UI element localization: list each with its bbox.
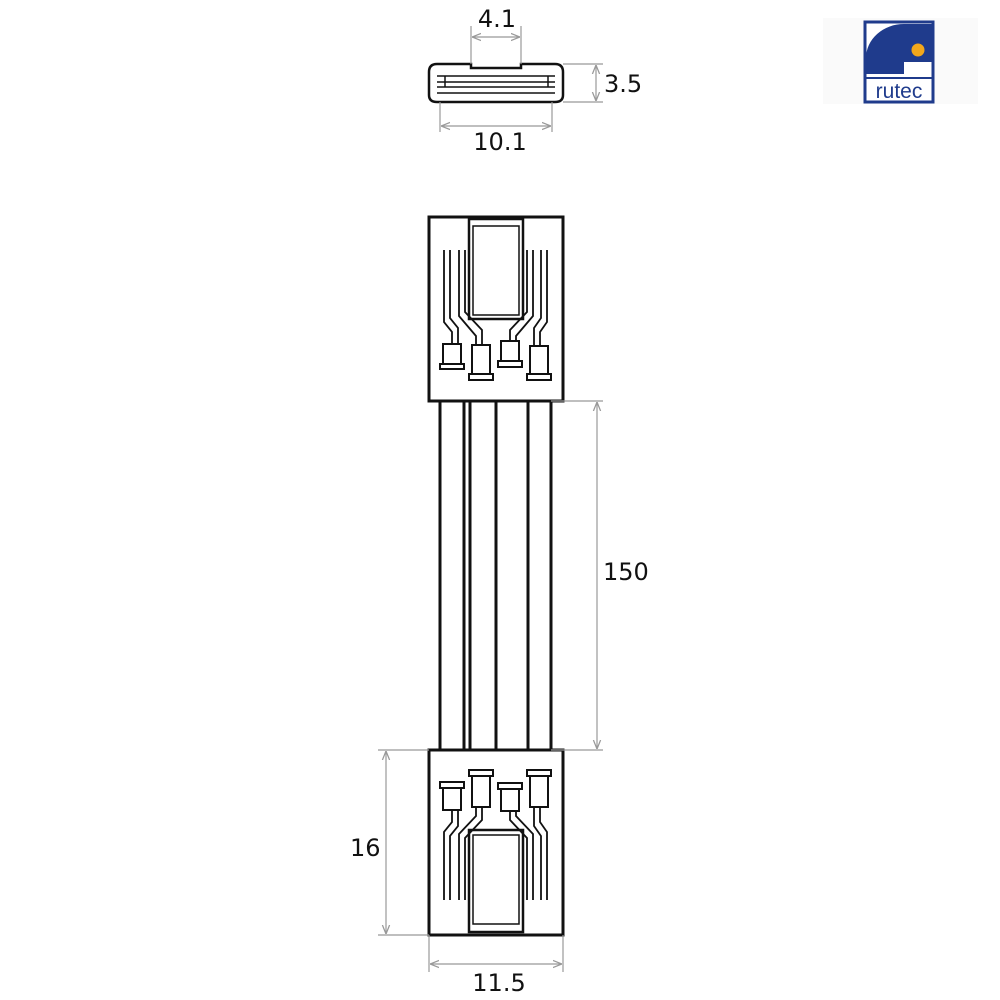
dimension-side-width: 10.1 [439, 102, 553, 156]
dimension-side-width-label: 10.1 [473, 128, 526, 156]
bottom-connector [427, 748, 565, 937]
logo-text: rutec [876, 80, 923, 103]
side-view [427, 62, 565, 104]
dimension-connector-width: 11.5 [428, 935, 564, 997]
dimension-cable-length: 150 [551, 400, 649, 751]
dimension-connector-length-label: 16 [350, 834, 381, 862]
dimension-side-height: 3.5 [563, 63, 642, 103]
top-connector [427, 215, 565, 403]
dimension-cable-length-label: 150 [603, 558, 649, 586]
dimension-connector-width-label: 11.5 [472, 969, 525, 997]
dimension-top-width: 4.1 [470, 5, 522, 64]
flat-cable [438, 401, 553, 750]
dimension-connector-length: 16 [350, 749, 429, 936]
rutec-logo: rutec [823, 18, 978, 104]
dimension-top-width-label: 4.1 [478, 5, 516, 33]
dimension-side-height-label: 3.5 [604, 70, 642, 98]
